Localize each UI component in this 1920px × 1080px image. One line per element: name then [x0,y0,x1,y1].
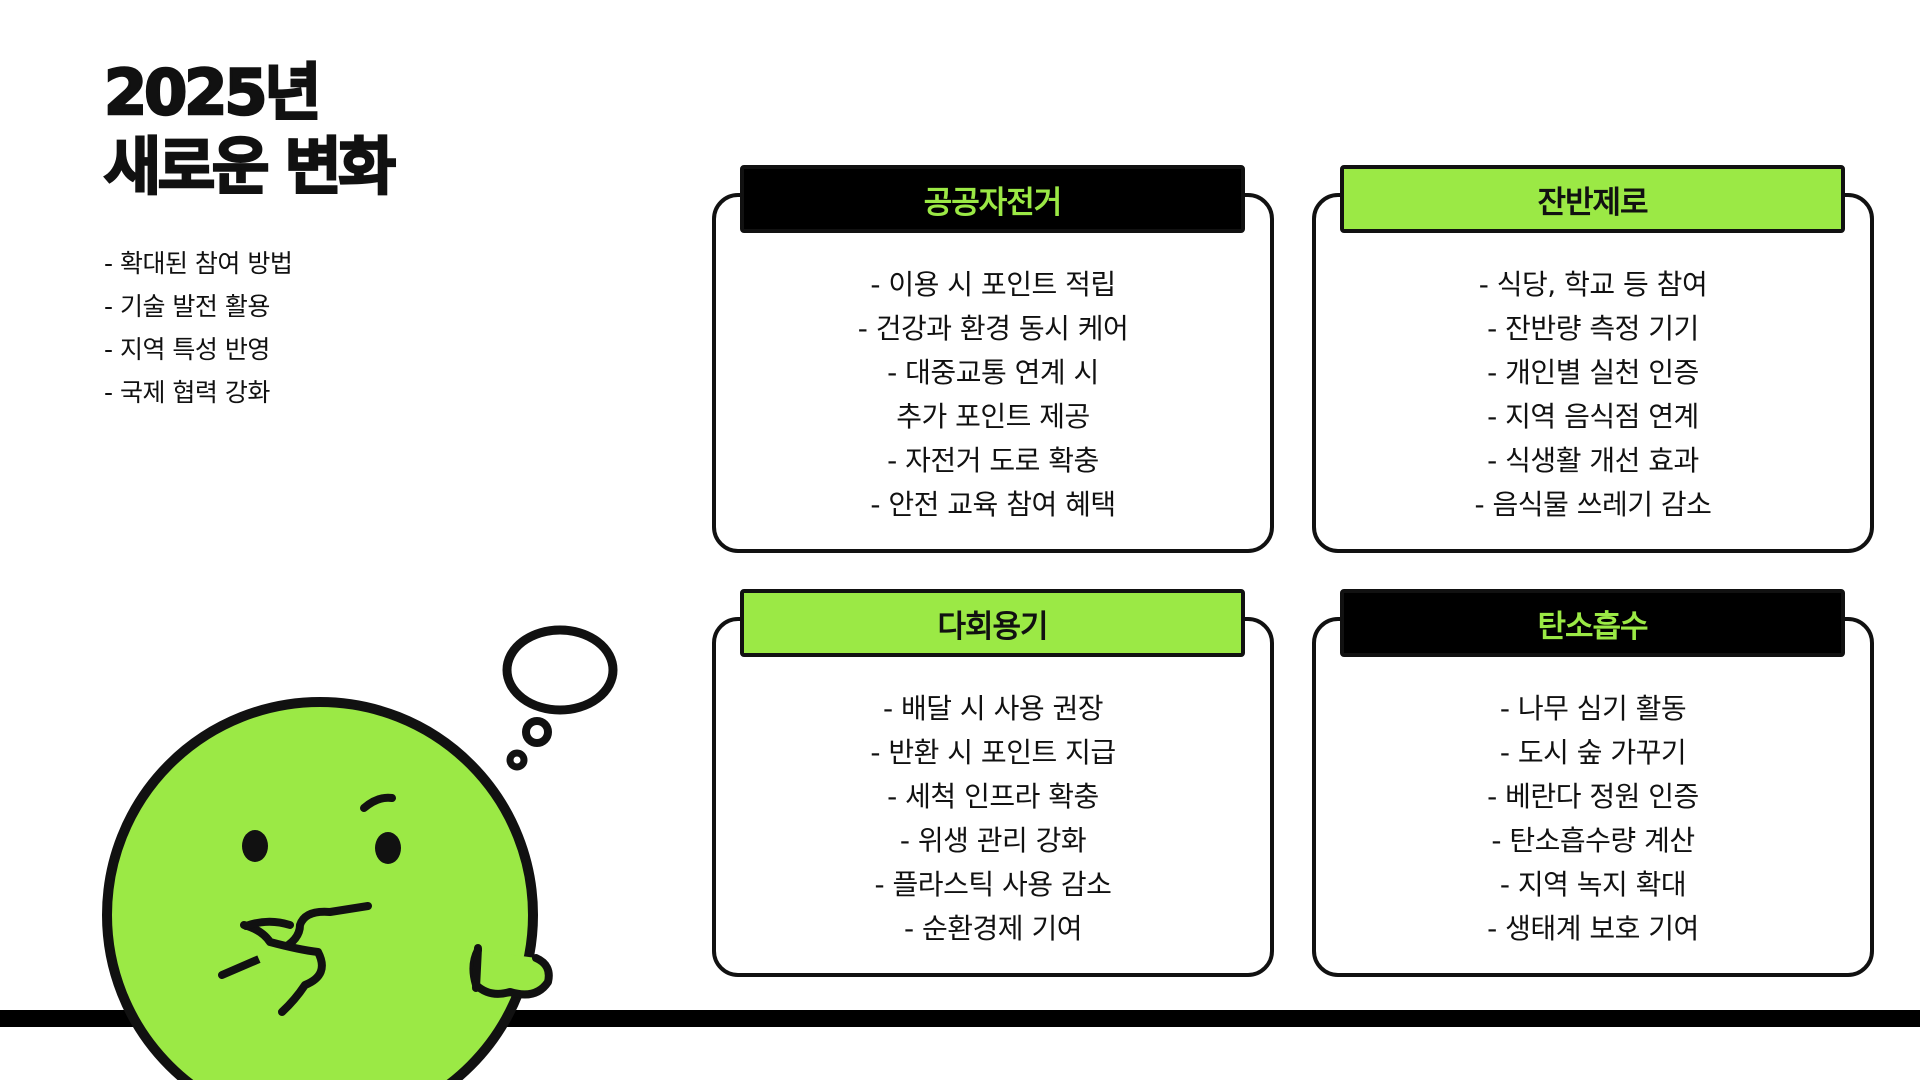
card-item: - 위생 관리 강화 [899,824,1087,857]
intro-bullet: - 확대된 참여 방법 [104,249,293,278]
card-item: - 나무 심기 활동 [1499,692,1687,725]
card-item: - 생태계 보호 기여 [1487,912,1699,945]
card-item: - 지역 녹지 확대 [1499,868,1687,901]
card-item: 추가 포인트 제공 [896,400,1090,433]
card-title-carbon-absorption: 탄소흡수 [1340,589,1845,657]
intro-bullet: - 기술 발전 활용 [104,292,270,321]
card-reusable-container: - 배달 시 사용 권장 - 반환 시 포인트 지급 - 세척 인프라 확충 -… [712,617,1274,977]
card-item: - 도시 숲 가꾸기 [1499,736,1687,769]
card-item: - 식당, 학교 등 참여 [1478,268,1708,301]
intro-bullet-list: - 확대된 참여 방법 - 기술 발전 활용 - 지역 특성 반영 - 국제 협… [104,242,293,414]
card-item: - 순환경제 기여 [904,912,1082,945]
card-title-reusable-container: 다회용기 [740,589,1245,657]
card-item: - 반환 시 포인트 지급 [870,736,1116,769]
card-item: - 플라스틱 사용 감소 [874,868,1112,901]
card-item: - 음식물 쓰레기 감소 [1474,488,1712,521]
card-item: - 자전거 도로 확충 [887,444,1099,477]
title-line-2: 새로운 변화 [103,129,397,205]
card-title-zero-leftover: 잔반제로 [1340,165,1845,233]
thought-bubble-icon [502,625,618,771]
card-item-list: - 이용 시 포인트 적립 - 건강과 환경 동시 케어 - 대중교통 연계 시… [716,263,1270,527]
card-item: - 개인별 실천 인증 [1487,356,1699,389]
card-item: - 건강과 환경 동시 케어 [857,312,1129,345]
card-title-public-bicycle: 공공자전거 [740,165,1245,233]
card-item: - 이용 시 포인트 적립 [870,268,1116,301]
card-public-bicycle: - 이용 시 포인트 적립 - 건강과 환경 동시 케어 - 대중교통 연계 시… [712,193,1274,553]
thinking-character-icon [102,625,618,1080]
card-carbon-absorption: - 나무 심기 활동 - 도시 숲 가꾸기 - 베란다 정원 인증 - 탄소흡수… [1312,617,1874,977]
card-item: - 탄소흡수량 계산 [1491,824,1695,857]
card-item: - 안전 교육 참여 혜택 [870,488,1116,521]
card-item: - 세척 인프라 확충 [887,780,1099,813]
intro-bullet: - 국제 협력 강화 [104,378,270,407]
card-item-list: - 배달 시 사용 권장 - 반환 시 포인트 지급 - 세척 인프라 확충 -… [716,687,1270,951]
card-item-list: - 식당, 학교 등 참여 - 잔반량 측정 기기 - 개인별 실천 인증 - … [1316,263,1870,527]
card-item-list: - 나무 심기 활동 - 도시 숲 가꾸기 - 베란다 정원 인증 - 탄소흡수… [1316,687,1870,951]
card-zero-leftover: - 식당, 학교 등 참여 - 잔반량 측정 기기 - 개인별 실천 인증 - … [1312,193,1874,553]
card-item: - 대중교통 연계 시 [887,356,1099,389]
card-item: - 배달 시 사용 권장 [882,692,1104,725]
page-title: 2025년 새로운 변화 [103,55,397,205]
card-item: - 베란다 정원 인증 [1487,780,1699,813]
title-line-1: 2025년 [103,55,323,131]
intro-bullet: - 지역 특성 반영 [104,335,270,364]
card-item: - 잔반량 측정 기기 [1487,312,1699,345]
card-item: - 식생활 개선 효과 [1487,444,1699,477]
card-item: - 지역 음식점 연계 [1487,400,1699,433]
